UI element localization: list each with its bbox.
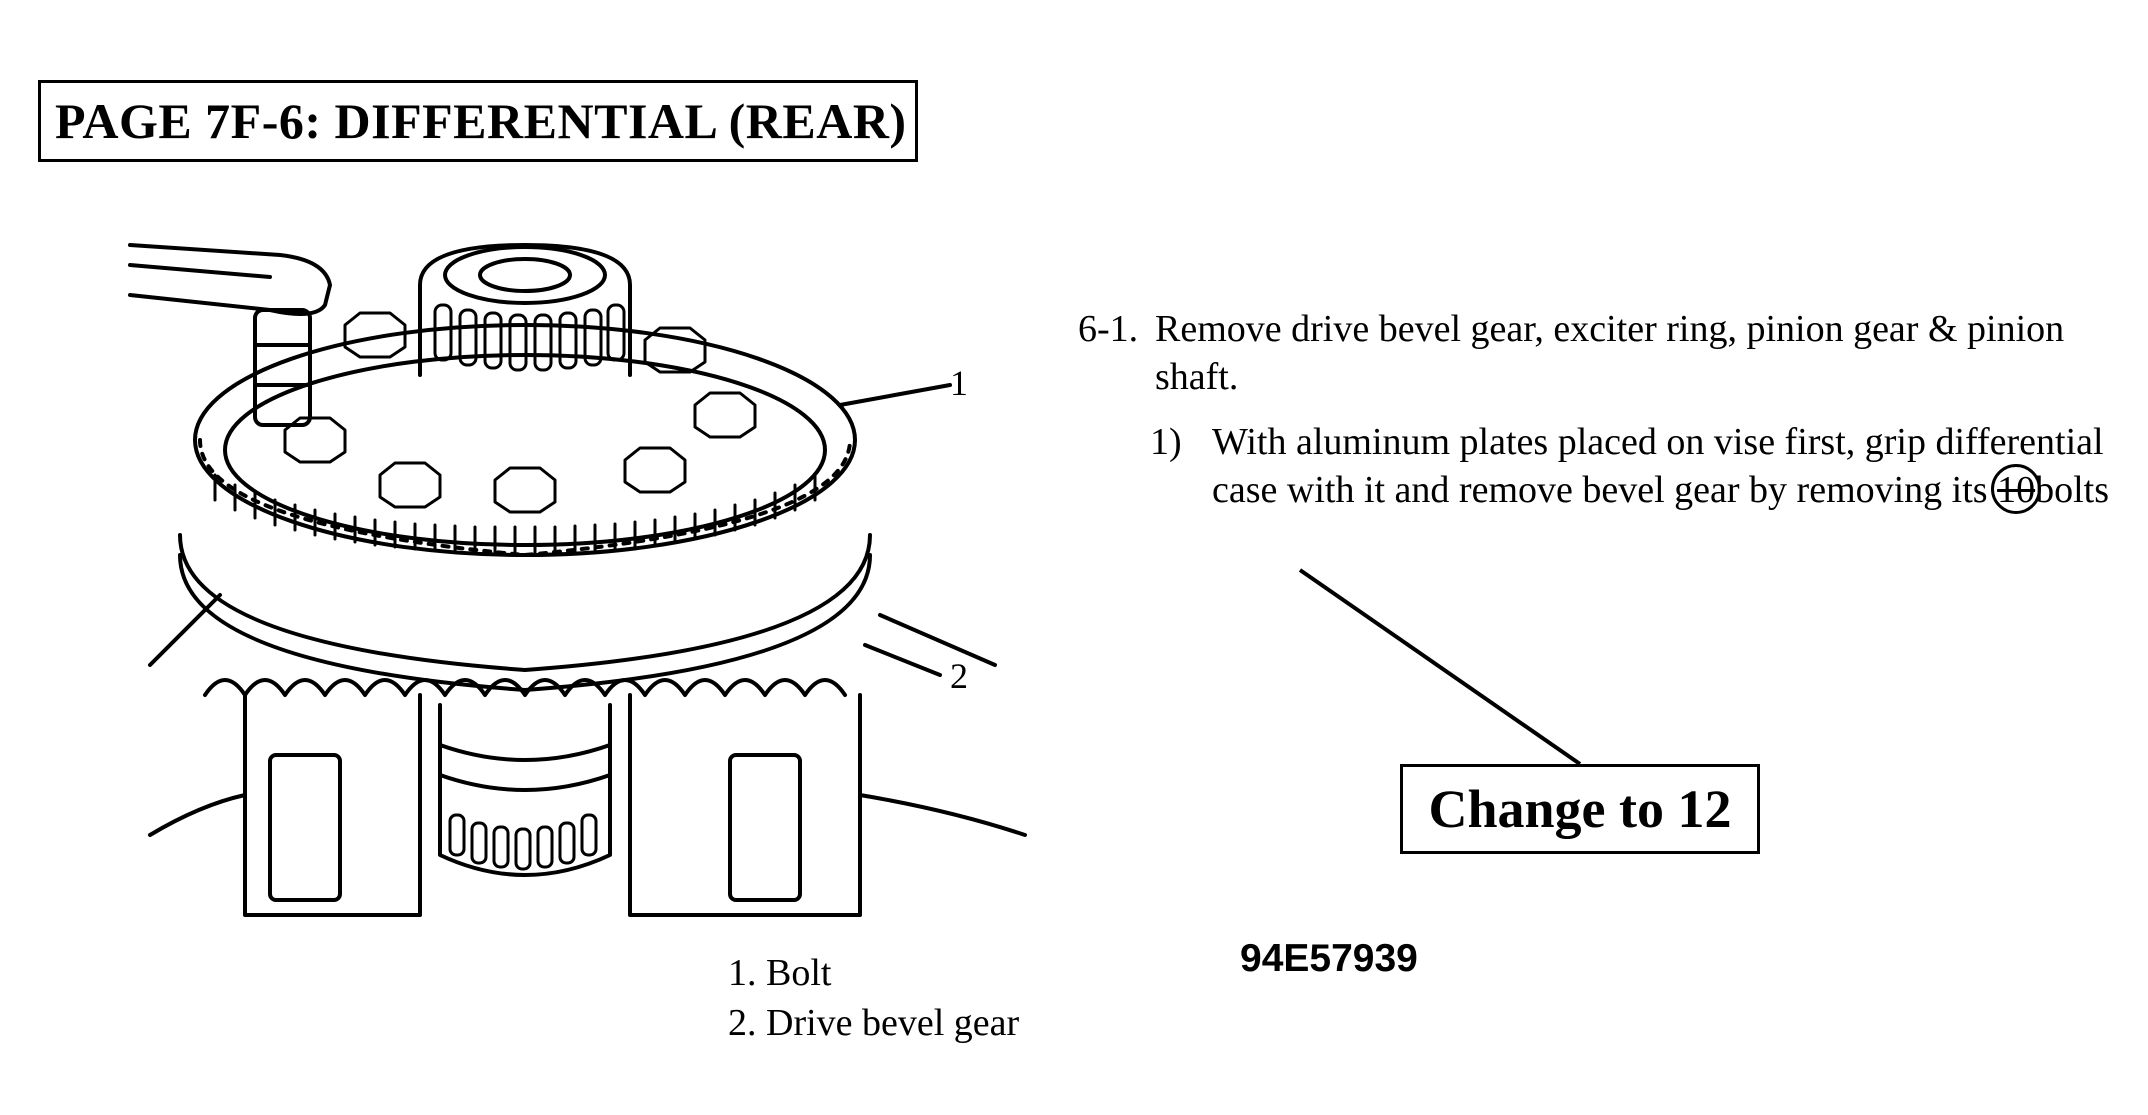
sub-step-1: 1) With aluminum plates placed on vise f… [1150, 418, 2140, 514]
sub-step-text: With aluminum plates placed on vise firs… [1212, 418, 2140, 514]
sub-step-text-after: bolts [2035, 469, 2109, 511]
legend-item-drive-bevel-gear: 2. Drive bevel gear [728, 1002, 1020, 1044]
callout-1: 1 [950, 363, 968, 403]
step-text: Remove drive bevel gear, exciter ring, p… [1155, 308, 2065, 398]
page-title-box: PAGE 7F-6: DIFFERENTIAL (REAR) [38, 80, 918, 162]
page-title: PAGE 7F-6: DIFFERENTIAL (REAR) [55, 93, 907, 149]
correction-label: Change to 12 [1428, 779, 1732, 839]
sub-step-text-before: With aluminum plates placed on vise firs… [1212, 421, 2104, 511]
step-number: 6-1. [1078, 308, 1139, 350]
sub-step-number: 1) [1150, 421, 1182, 463]
callout-2: 2 [950, 656, 968, 696]
figure-legend: 1. Bolt 2. Drive bevel gear [728, 948, 1019, 1048]
correction-box: Change to 12 [1400, 764, 1760, 854]
legend-item-bolt: 1. Bolt [728, 952, 832, 994]
circled-bolt-count: 10 [1991, 464, 2042, 514]
figure-code: 94E57939 [1240, 937, 1418, 980]
differential-illustration [128, 243, 1027, 917]
step-6-1: 6-1. Remove drive bevel gear, exciter ri… [1078, 305, 2138, 401]
